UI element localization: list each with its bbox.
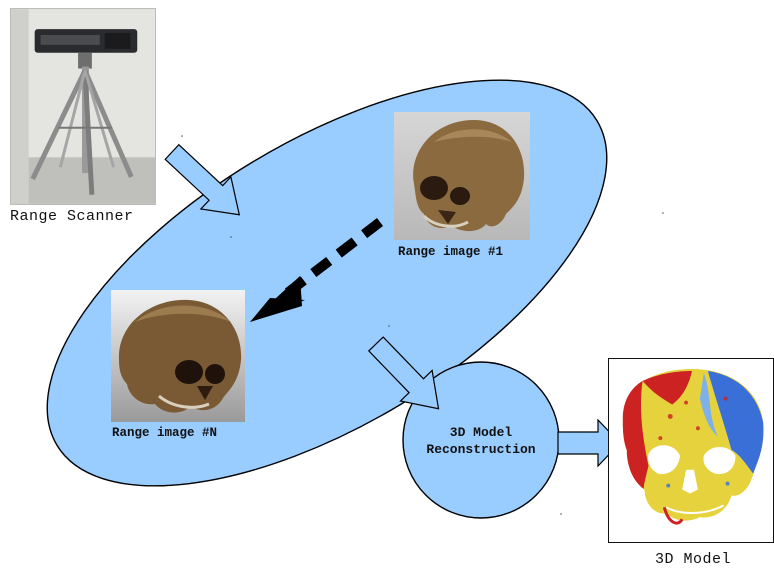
skull-icon [394, 112, 530, 240]
3d-model-panel [608, 358, 774, 543]
reconstruction-label: 3D Model Reconstruction [404, 424, 558, 458]
tripod-scanner-icon [11, 9, 155, 204]
range-image-1-photo [394, 112, 530, 240]
range-image-1-label: Range image #1 [398, 245, 503, 259]
range-scanner-label: Range Scanner [10, 208, 134, 225]
reconstruction-line-2: Reconstruction [404, 441, 558, 458]
range-scanner-photo [10, 8, 156, 205]
reconstruction-line-1: 3D Model [404, 424, 558, 441]
range-image-n-photo [111, 290, 245, 422]
skull-icon [111, 290, 245, 422]
colored-skull-model-icon [609, 359, 773, 542]
range-image-n-label: Range image #N [112, 426, 217, 440]
3d-model-label: 3D Model [655, 551, 731, 568]
